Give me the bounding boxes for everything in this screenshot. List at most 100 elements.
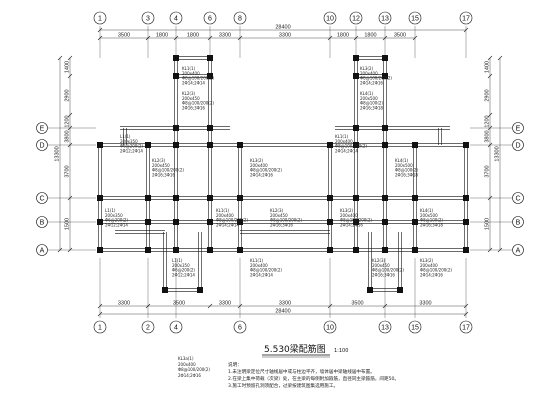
column xyxy=(463,247,469,253)
dim-text: 3800 xyxy=(65,130,71,142)
dim-text: 28400 xyxy=(275,25,290,31)
notes-line: 1.未注明梁定位尺寸轴线居中或与柱边平齐，墙体居中梁轴线居中布置。 xyxy=(228,370,375,375)
dim-tick xyxy=(207,35,213,41)
column xyxy=(207,55,213,61)
axis-label: 15 xyxy=(411,16,419,23)
axis-label: 13 xyxy=(381,16,389,23)
dim-tick xyxy=(57,247,63,253)
dim-text: 3500 xyxy=(173,301,185,307)
beam-label: Φ6@200(2) xyxy=(105,218,128,223)
column xyxy=(237,247,243,253)
axis-bubble xyxy=(169,320,183,334)
dim-tick xyxy=(67,55,73,61)
axis-bubble xyxy=(203,11,217,25)
drawing-title: 5.530梁配筋图 xyxy=(264,343,326,355)
beam-label: KL1(1) xyxy=(216,208,230,213)
axis-bubble xyxy=(233,11,247,25)
drawing-scale: 1:100 xyxy=(334,348,348,354)
beam-label: 200x400 xyxy=(335,139,353,144)
column xyxy=(382,219,388,225)
dim-text: 1400 xyxy=(65,61,71,73)
beam-label: KL3(2) xyxy=(420,258,434,263)
column xyxy=(382,55,388,61)
column xyxy=(412,195,418,201)
column xyxy=(327,142,333,148)
column xyxy=(463,195,469,201)
dim-tick xyxy=(487,112,493,118)
beam-label: KL1(1) xyxy=(182,66,196,71)
axis-bubble xyxy=(408,11,422,25)
beam-label: Φ8@100/200(2) xyxy=(372,268,404,273)
column xyxy=(353,142,359,148)
column xyxy=(237,142,243,148)
axis-label: A xyxy=(40,247,45,254)
beam-label: L1(1) xyxy=(172,258,183,263)
dim-tick xyxy=(463,311,469,317)
dim-tick xyxy=(97,311,103,317)
axis-bubble xyxy=(459,11,473,25)
column xyxy=(197,287,203,293)
beam-label: KL2(3) xyxy=(372,258,386,263)
axis-label: 10 xyxy=(326,325,334,332)
beam-label: Φ8@100/200(2) xyxy=(360,76,392,81)
dim-text: 3300 xyxy=(219,301,231,307)
axis-grid xyxy=(48,26,512,318)
legend-line: 200x400 xyxy=(178,361,196,367)
beam-label: 200x450 xyxy=(372,263,390,268)
column xyxy=(412,142,418,148)
column xyxy=(173,247,179,253)
axis-bubble xyxy=(349,11,363,25)
beam-label: 200x500 xyxy=(420,213,438,218)
axis-bubble xyxy=(323,11,337,25)
axis-bubble xyxy=(36,139,48,151)
axis-bubble xyxy=(233,320,247,334)
axis-label: C xyxy=(39,195,44,202)
axis-label: B xyxy=(40,219,45,226)
column xyxy=(97,142,103,148)
beam-label: Φ8@100/200(2) xyxy=(250,168,282,173)
beam-label: 2Φ14;2Φ16 xyxy=(420,272,443,277)
beam-label: L1(1) xyxy=(120,134,131,139)
column xyxy=(382,73,388,79)
column xyxy=(207,125,213,131)
axis-bubble xyxy=(512,244,524,256)
beam-label: 200x350 xyxy=(172,263,190,268)
general-notes: 说明： 1.未注明梁定位尺寸轴线居中或与柱边平齐，墙体居中梁轴线居中布置。 2.… xyxy=(228,362,548,390)
beam-label: 2Φ14;2Φ16 xyxy=(340,222,363,227)
beam-label: Φ6@200(2) xyxy=(120,144,143,149)
legend-line: Φ8@100/200(2) xyxy=(178,367,210,372)
dim-tick xyxy=(327,35,333,41)
beam-label: Φ8@100/200(2) xyxy=(182,101,214,106)
axis-bubble xyxy=(169,11,183,25)
beam-label: 2Φ12;2Φ14 xyxy=(172,272,195,277)
column xyxy=(463,219,469,225)
dim-tick xyxy=(463,27,469,33)
dim-text: 3300 xyxy=(219,33,231,39)
beam-label: 200x400 xyxy=(340,213,358,218)
dim-tick xyxy=(463,303,469,309)
dim-text: 13300 xyxy=(495,146,501,161)
dim-text: 1800 xyxy=(187,33,199,39)
axis-label: E xyxy=(40,125,45,132)
beam-label: 200x400 xyxy=(420,263,438,268)
beam-label: KL3(2) xyxy=(360,66,374,71)
column xyxy=(353,195,359,201)
dim-tick xyxy=(207,303,213,309)
axis-label: 6 xyxy=(208,16,212,23)
dim-text: 1400 xyxy=(485,61,491,73)
column xyxy=(237,219,243,225)
beam-label: KL1(1) xyxy=(335,134,349,139)
column xyxy=(367,287,373,293)
beam-label: Φ8@100(2) xyxy=(395,168,418,173)
axis-bubble xyxy=(323,320,337,334)
axis-bubble xyxy=(36,192,48,204)
axis-label: 3 xyxy=(146,16,150,23)
axis-bubble xyxy=(512,122,524,134)
column xyxy=(97,247,103,253)
beam-label: 200x450 xyxy=(270,213,288,218)
column xyxy=(207,195,213,201)
axis-label: 1 xyxy=(98,16,102,23)
dim-text: 3700 xyxy=(65,165,71,177)
dim-tick xyxy=(327,303,333,309)
dim-tick xyxy=(145,35,151,41)
